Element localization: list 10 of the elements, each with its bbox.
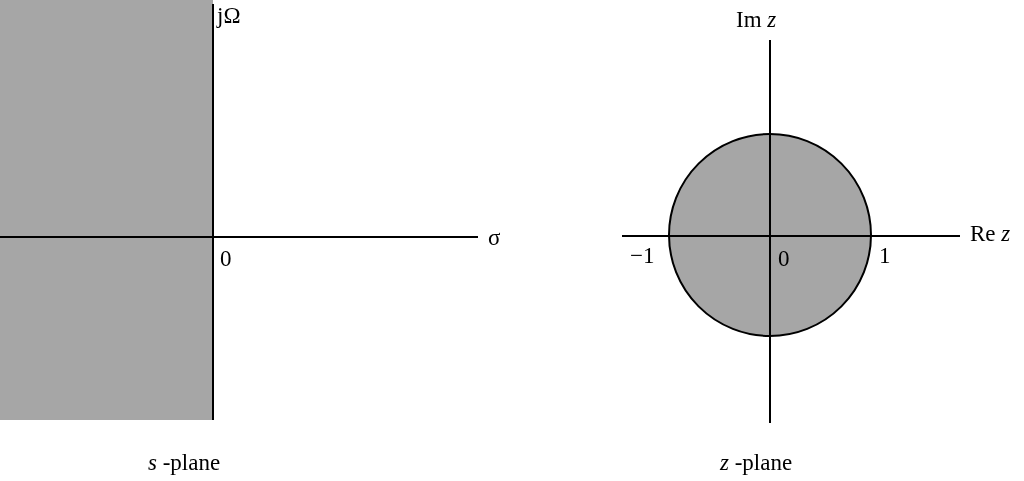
axis-label: Im z [736, 8, 777, 31]
origin-label: 0 [220, 247, 232, 270]
origin-label: 0 [778, 247, 790, 270]
plane-caption: z -plane [720, 451, 793, 474]
axis-label: jΩ [217, 4, 241, 27]
plane-caption: s -plane [148, 451, 221, 474]
tick-label: −1 [630, 244, 655, 267]
axis-label: Re z [970, 222, 1011, 245]
axis-label: σ [488, 226, 501, 249]
tick-label: 1 [879, 244, 891, 267]
